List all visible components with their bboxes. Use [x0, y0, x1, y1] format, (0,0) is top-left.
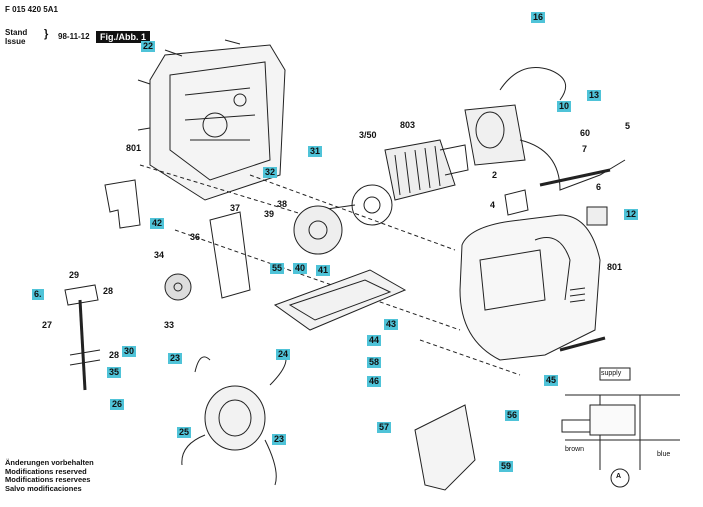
part-label: 34 — [154, 250, 165, 260]
part-label: 59 — [499, 461, 514, 472]
part-label: 10 — [557, 101, 572, 112]
part-label: 803 — [400, 120, 416, 130]
part-label: 27 — [42, 320, 53, 330]
part-label: 29 — [69, 270, 80, 280]
part-label: 55 — [270, 263, 285, 274]
part-label: 23 — [168, 353, 183, 364]
part-label: 22 — [141, 41, 156, 52]
part-label: 57 — [377, 422, 392, 433]
part-label: 41 — [316, 265, 331, 276]
part-label: 13 — [587, 90, 602, 101]
part-label: 33 — [164, 320, 175, 330]
part-label: 24 — [276, 349, 291, 360]
part-label: 4 — [490, 200, 496, 210]
part-label: 32 — [263, 167, 278, 178]
issue-label: Issue — [5, 37, 26, 46]
part-label: 40 — [293, 263, 308, 274]
note-line: Änderungen vorbehalten — [5, 458, 94, 467]
part-label: 23 — [272, 434, 287, 445]
part-label: 12 — [624, 209, 639, 220]
wiring-supply-label: supply — [601, 370, 622, 377]
part-label: 6. — [32, 289, 44, 300]
document-number: F 015 420 5A1 — [5, 5, 58, 14]
part-label: 37 — [230, 203, 241, 213]
modifications-note: Änderungen vorbehalten Modifications res… — [5, 458, 94, 493]
part-label: 26 — [110, 399, 125, 410]
part-label: 7 — [582, 144, 588, 154]
part-label: 36 — [190, 232, 201, 242]
part-label: 28 — [109, 350, 120, 360]
part-label: 56 — [505, 410, 520, 421]
figure-tag: Fig./Abb. 1 — [96, 31, 150, 43]
part-label: 45 — [544, 375, 559, 386]
brace: } — [44, 28, 49, 40]
part-label: 60 — [580, 128, 591, 138]
wiring-brown-label: brown — [565, 446, 585, 453]
part-label: 25 — [177, 427, 192, 438]
part-label: 801 — [607, 262, 623, 272]
part-label: 16 — [531, 12, 546, 23]
part-label: 35 — [107, 367, 122, 378]
issue-date: 98-11-12 — [58, 32, 90, 41]
stand-label: Stand — [5, 28, 28, 37]
part-label: 801 — [126, 143, 142, 153]
wiring-blue-label: blue — [657, 451, 671, 458]
part-label: 46 — [367, 376, 382, 387]
note-line: Modifications reserved — [5, 466, 87, 476]
part-label: 2 — [492, 170, 498, 180]
part-label: 3/50 — [359, 130, 377, 140]
part-label: 38 — [277, 199, 288, 209]
ammeter-symbol: A — [616, 473, 622, 480]
note-line: Salvo modificaciones — [5, 483, 82, 493]
part-label: 39 — [264, 209, 275, 219]
part-label: 5 — [625, 121, 631, 131]
part-label: 43 — [384, 319, 399, 330]
part-label: 42 — [150, 218, 165, 229]
part-label: 6 — [596, 182, 602, 192]
part-label: 58 — [367, 357, 382, 368]
note-line: Modifications reservees — [5, 475, 91, 484]
part-label: 30 — [122, 346, 137, 357]
part-label: 44 — [367, 335, 382, 346]
part-label: 28 — [103, 286, 114, 296]
part-label: 31 — [308, 146, 323, 157]
